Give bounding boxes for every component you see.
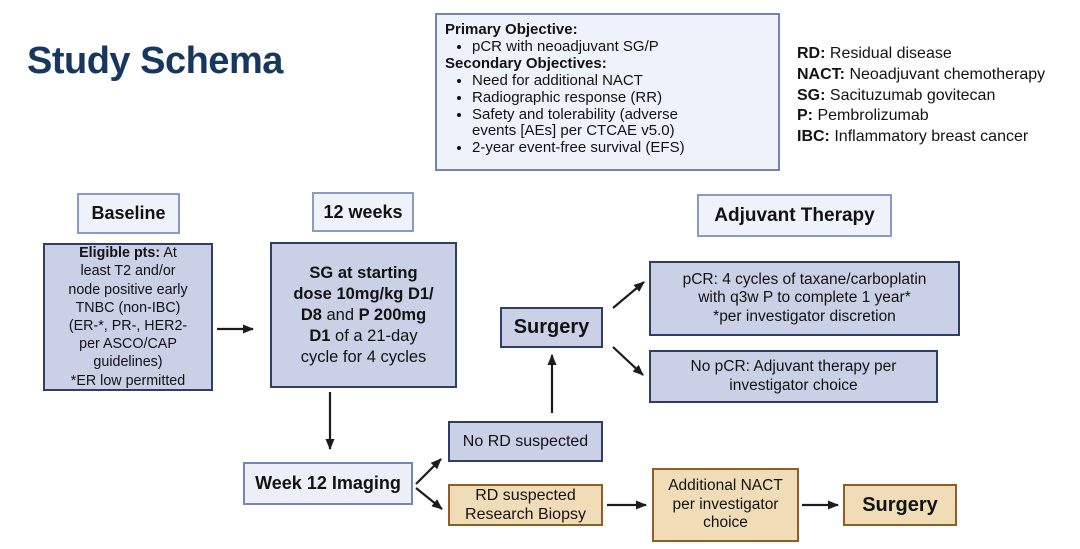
objective-item: Need for additional NACT bbox=[472, 72, 744, 90]
arrow-imaging-to-no-rd bbox=[415, 458, 442, 485]
legend-item: P: Pembrolizumab bbox=[797, 107, 929, 125]
eligibility-box: Eligible pts: At least T2 and/or node po… bbox=[43, 243, 213, 391]
eligibility-text: Eligible pts: At least T2 and/or node po… bbox=[68, 245, 188, 389]
no-rd-suspected-box: No RD suspected bbox=[448, 421, 603, 462]
primary-objective-heading: Primary Objective: bbox=[445, 21, 578, 38]
objective-item: pCR with neoadjuvant SG/P bbox=[472, 38, 744, 56]
legend-item: RD: Residual disease bbox=[797, 45, 952, 62]
objective-item: 2-year event-free survival (EFS) bbox=[472, 139, 744, 157]
sg-treatment-text: SG at starting dose 10mg/kg D1/ D8 and P… bbox=[293, 263, 434, 366]
sg-treatment-box: SG at starting dose 10mg/kg D1/ D8 and P… bbox=[270, 242, 457, 388]
arrow-surgery-to-no-pcr bbox=[612, 346, 644, 376]
objective-item: Safety and tolerability (adverse events … bbox=[472, 106, 744, 141]
objectives-box: Primary Objective: pCR with neoadjuvant … bbox=[435, 13, 780, 171]
no-pcr-adjuvant-box: No pCR: Adjuvant therapy per investigato… bbox=[649, 350, 938, 403]
secondary-objectives-list: Need for additional NACT Radiographic re… bbox=[445, 72, 770, 158]
surgery-box: Surgery bbox=[500, 307, 603, 348]
abbreviation-legend: RD: Residual disease NACT: Neoadjuvant c… bbox=[797, 44, 1045, 148]
legend-item: NACT: Neoadjuvant chemotherapy bbox=[797, 65, 1046, 83]
secondary-objectives-heading: Secondary Objectives: bbox=[445, 54, 607, 72]
legend-item: SG: Sacituzumab govitecan bbox=[797, 86, 996, 104]
primary-objective-list: pCR with neoadjuvant SG/P bbox=[445, 38, 770, 56]
arrow-surgery-to-pcr bbox=[612, 281, 645, 309]
additional-nact-box: Additional NACT per investigator choice bbox=[652, 468, 799, 542]
page-title: Study Schema bbox=[27, 40, 283, 82]
baseline-header: Baseline bbox=[77, 193, 180, 234]
arrow-imaging-to-rd bbox=[415, 487, 443, 510]
twelve-weeks-header: 12 weeks bbox=[312, 192, 414, 232]
legend-item: IBC: Inflammatory breast cancer bbox=[797, 128, 1029, 146]
objective-item: Radiographic response (RR) bbox=[472, 89, 744, 107]
pcr-adjuvant-box: pCR: 4 cycles of taxane/carboplatin with… bbox=[649, 261, 960, 336]
surgery-after-nact-box: Surgery bbox=[843, 484, 957, 526]
rd-suspected-box: RD suspected Research Biopsy bbox=[448, 484, 603, 526]
week12-imaging-box: Week 12 Imaging bbox=[243, 462, 413, 505]
adjuvant-therapy-header: Adjuvant Therapy bbox=[697, 194, 892, 237]
